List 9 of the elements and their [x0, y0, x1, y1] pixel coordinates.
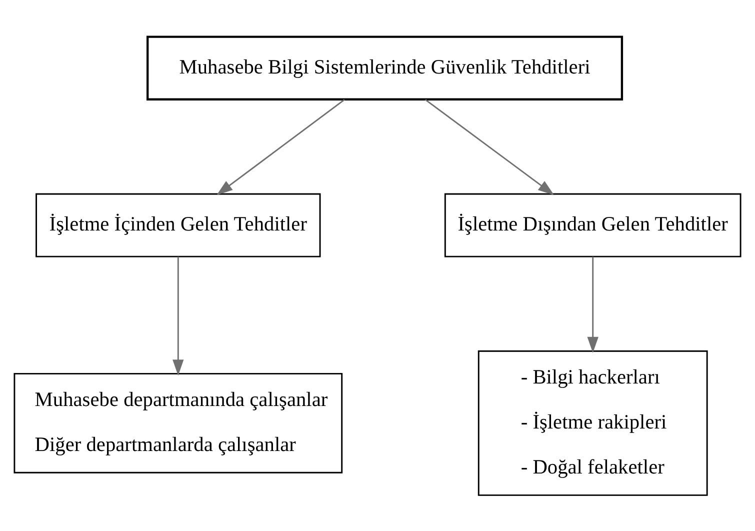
arrow: [216, 98, 345, 195]
arrow: [172, 256, 184, 376]
node-box: Muhasebe Bilgi Sistemlerinde Güvenlik Tehditleri: [146, 35, 624, 100]
node-box: İşletme İçinden Gelen Tehditler: [36, 192, 321, 257]
arrow: [424, 98, 554, 195]
node-box: İşletme Dışından Gelen Tehditler: [444, 192, 742, 257]
node-box: Muhasebe departmanında çalışanlar Diğer departmanlarda çalışanlar: [14, 372, 343, 473]
arrow: [587, 256, 598, 352]
node-box: - Bilgi hackerları - İşletme rakipleri - Doğal felaketler: [478, 350, 708, 496]
